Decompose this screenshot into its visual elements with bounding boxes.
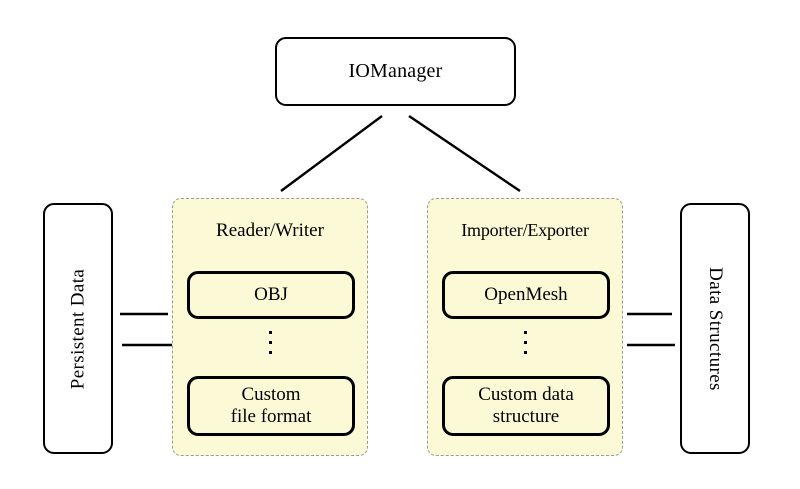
iomanager-label: IOManager xyxy=(348,60,443,82)
group-reader-writer[interactable]: Reader/Writer OBJ Custom file format xyxy=(172,198,368,456)
leaf-custom-data-structure-line2: structure xyxy=(492,406,560,427)
leaf-obj-label: OBJ xyxy=(254,283,288,305)
arrow-manager-importer-exporter xyxy=(408,115,521,192)
group-importer-exporter-title: Importer/Exporter xyxy=(461,220,589,240)
group-reader-writer-title: Reader/Writer xyxy=(216,220,324,241)
leaf-custom-data-structure[interactable]: Custom data structure xyxy=(442,376,610,436)
leaf-custom-file-format-line2: file format xyxy=(230,406,312,427)
persistent-data-box[interactable]: Persistent Data xyxy=(43,203,113,454)
iomanager-box[interactable]: IOManager xyxy=(275,37,516,106)
reader-writer-ellipsis-icon xyxy=(173,331,367,354)
arrow-manager-reader-writer xyxy=(280,115,383,192)
leaf-custom-data-structure-label: Custom data structure xyxy=(478,384,574,429)
leaf-custom-file-format-line1: Custom xyxy=(241,383,301,405)
data-structures-box[interactable]: Data Structures xyxy=(680,203,750,454)
leaf-obj[interactable]: OBJ xyxy=(187,271,355,319)
leaf-custom-file-format-label: Custom file format xyxy=(231,384,312,429)
leaf-custom-file-format[interactable]: Custom file format xyxy=(187,376,355,436)
group-importer-exporter[interactable]: Importer/Exporter OpenMesh Custom data s… xyxy=(427,198,623,456)
leaf-openmesh-label: OpenMesh xyxy=(484,283,568,305)
leaf-custom-data-structure-line1: Custom data xyxy=(478,383,574,405)
importer-exporter-ellipsis-icon xyxy=(428,331,622,354)
persistent-data-label: Persistent Data xyxy=(67,268,89,389)
data-structures-label: Data Structures xyxy=(705,266,726,391)
leaf-openmesh[interactable]: OpenMesh xyxy=(442,271,610,319)
